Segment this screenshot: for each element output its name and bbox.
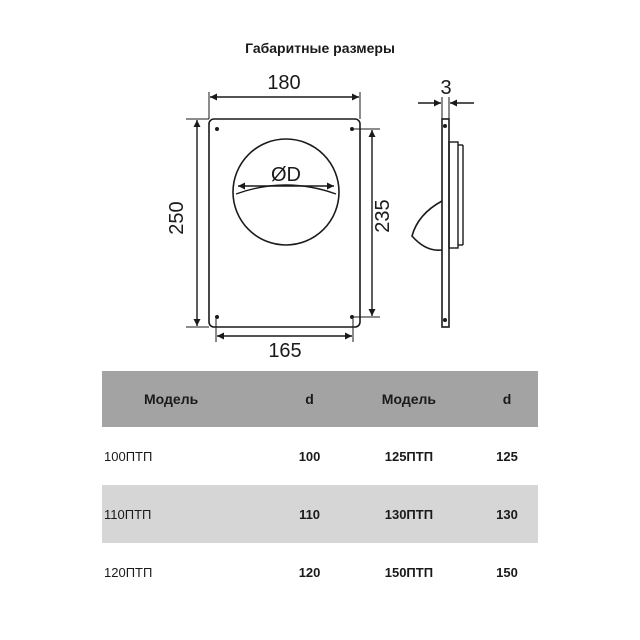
table-cell: 130ПТП	[341, 485, 476, 543]
width-inner-label: 165	[268, 340, 301, 360]
table-cell: 110ПТП	[102, 485, 278, 543]
diameter-label: ØD	[271, 164, 301, 186]
table-row: 120ПТП 120 150ПТП 150	[102, 543, 538, 601]
table-cell: 125	[496, 448, 518, 464]
table-cell: 150ПТП	[384, 564, 434, 580]
plate-outline	[208, 118, 361, 328]
table-cell: 150	[496, 564, 518, 580]
table-cell: 130	[475, 485, 538, 543]
table-header: Модель	[102, 371, 278, 427]
side-plate	[441, 118, 450, 328]
side-flap	[411, 200, 443, 252]
side-pipe	[448, 141, 459, 249]
mount-hole	[443, 318, 447, 322]
table-cell: 100	[298, 448, 321, 464]
width-outer-label: 180	[267, 72, 300, 94]
table-row: 100ПТП 100 125ПТП 125	[102, 427, 538, 485]
table-header: Модель	[341, 371, 476, 427]
models-table: Модель d Модель d 100ПТП 100 125ПТП 125 …	[102, 371, 538, 601]
mount-hole	[350, 127, 354, 131]
table-cell: 100ПТП	[104, 448, 153, 464]
table-cell: 120ПТП	[104, 564, 153, 580]
table-cell: 110	[277, 485, 342, 543]
table-row: 110ПТП 110 130ПТП 130	[102, 485, 538, 543]
height-outer-label: 250	[166, 201, 188, 234]
mount-hole	[215, 127, 219, 131]
mount-hole	[443, 124, 447, 128]
page-title: Габаритные размеры	[245, 40, 395, 56]
table-cell: 125ПТП	[384, 448, 434, 464]
mount-hole	[350, 315, 354, 319]
table-cell: 120	[298, 564, 321, 580]
dimension-drawing: ØD 180 165 250 235 3	[166, 72, 474, 360]
thickness-label: 3	[440, 77, 451, 99]
table-header: d	[277, 371, 342, 427]
height-inner-label: 235	[372, 199, 394, 232]
table-header-row: Модель d Модель d	[102, 371, 538, 427]
table-header: d	[475, 371, 538, 427]
mount-hole	[215, 315, 219, 319]
pipe-circle	[232, 138, 340, 246]
